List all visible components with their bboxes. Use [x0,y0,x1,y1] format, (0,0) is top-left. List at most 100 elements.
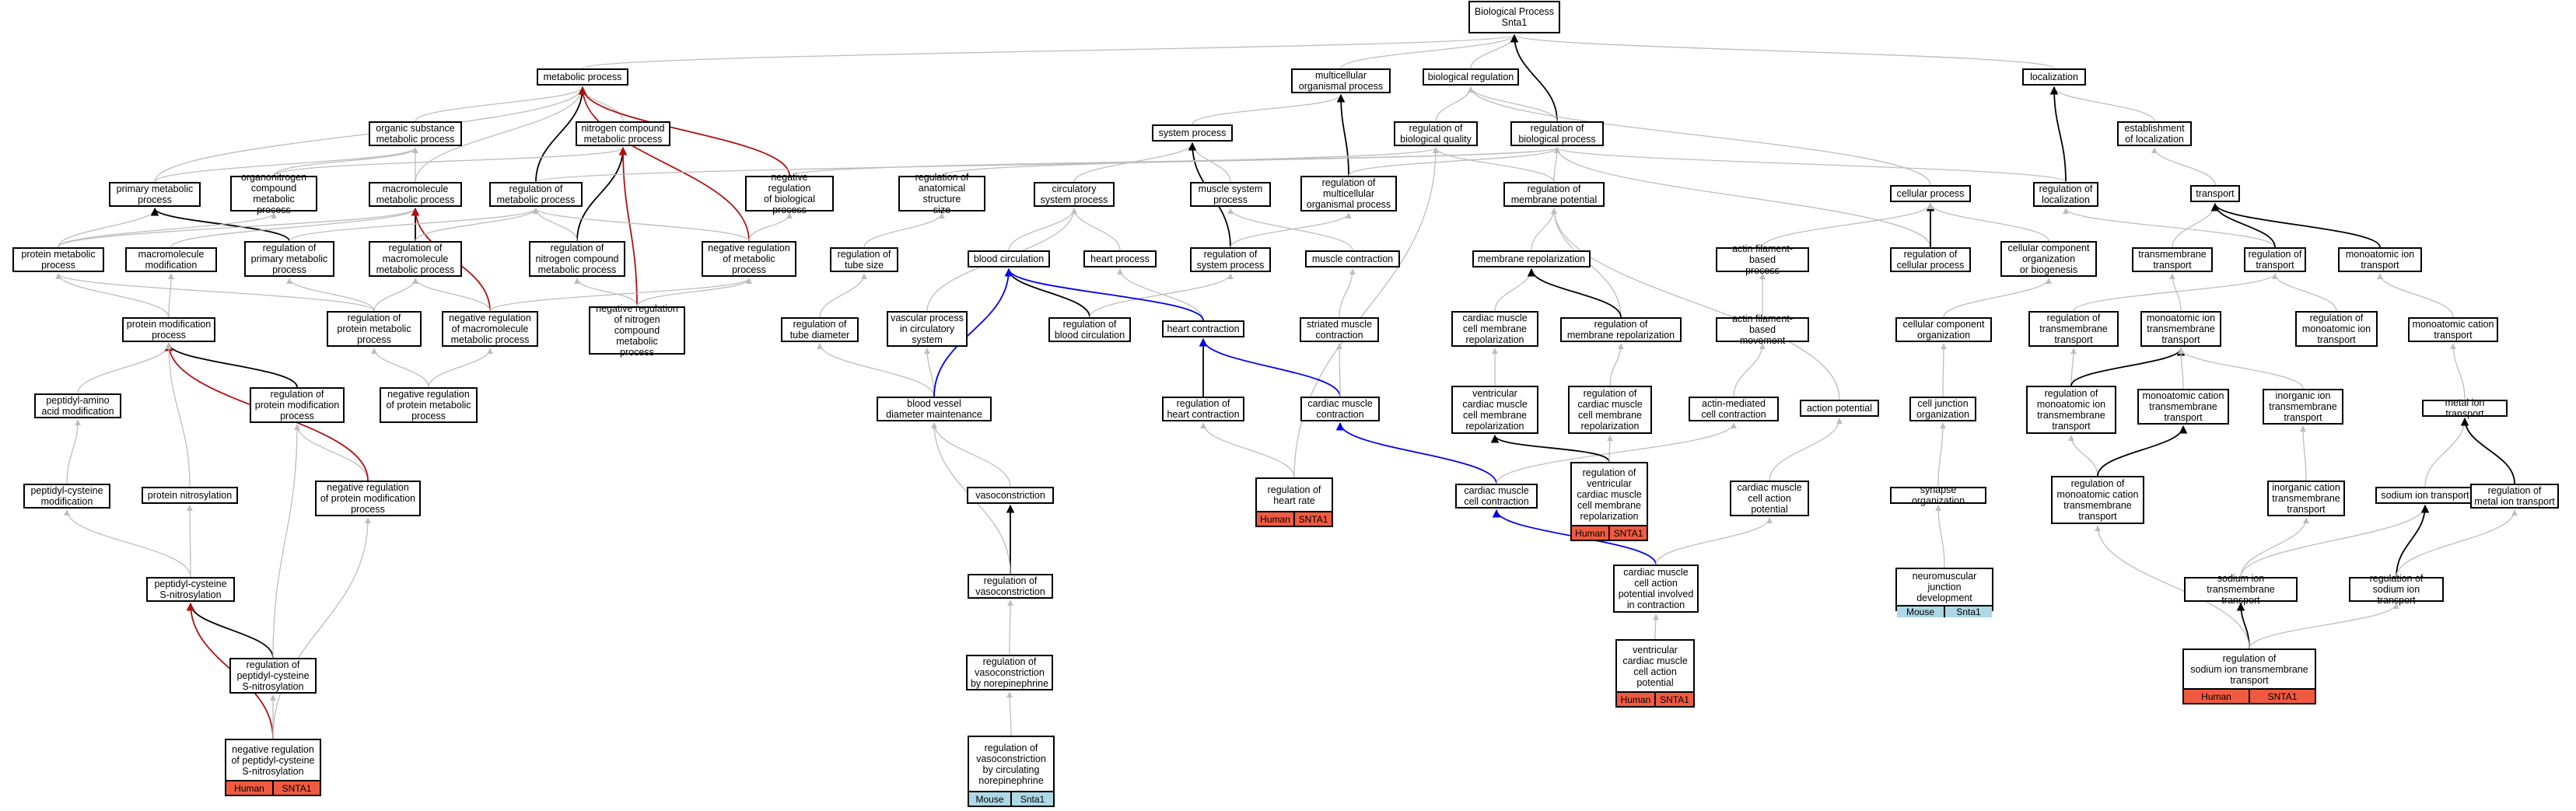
go-term-striated[interactable]: striated muscle contraction [1300,317,1379,342]
go-term-membrepol[interactable]: membrane repolarization [1472,250,1591,267]
go-term-regbioqual[interactable]: regulation of biological quality [1394,121,1478,146]
go-term-localization[interactable]: localization [2022,68,2086,86]
go-term-vascproc[interactable]: vascular process in circulatory system [887,311,968,347]
go-term-orgsub[interactable]: organic substance metabolic process [369,121,462,146]
go-term-protmod[interactable]: protein modification process [122,317,215,342]
go-term-regtube[interactable]: regulation of tube size [830,247,898,272]
go-term-root[interactable]: Biological Process Snta1 [1468,1,1560,33]
go-term-bioreg[interactable]: biological regulation [1423,68,1519,86]
go-term-actionpot[interactable]: action potential [1800,400,1879,417]
go-term-cmcapcontr[interactable]: cardiac muscle cell action potential inv… [1613,565,1699,613]
go-term-regsodion[interactable]: regulation of sodium ion transport [2349,573,2444,606]
go-term-negregnitro[interactable]: negative regulation of nitrogen compound… [589,303,685,358]
go-term-macromol[interactable]: macromolecule metabolic process [369,182,462,207]
go-term-regmembrepol[interactable]: regulation of membrane repolarization [1560,317,1682,342]
go-term-negregmacro[interactable]: negative regulation of macromolecule met… [442,311,538,347]
go-term-protnitros[interactable]: protein nitrosylation [142,487,238,504]
go-term-regmacro[interactable]: regulation of macromolecule metabolic pr… [369,241,462,277]
go-term-bvdm[interactable]: blood vessel diameter maintenance [877,397,992,421]
go-term-regbioproc[interactable]: regulation of biological process [1510,121,1604,146]
go-term-regprimary[interactable]: regulation of primary metabolic process [244,241,334,277]
go-term-regmulticell[interactable]: regulation of multicellular organismal p… [1300,176,1397,211]
go-term-regmetalion[interactable]: regulation of metal ion transport [2470,484,2559,509]
go-term-regmetab[interactable]: regulation of metabolic process [489,182,583,207]
go-term-negregpeptcys[interactable]: negative regulation of peptidyl-cysteine… [225,739,321,796]
go-term-ventcmcap[interactable]: ventricular cardiac muscle cell action p… [1615,639,1695,708]
go-term-peptcysnitros[interactable]: peptidyl-cysteine S-nitrosylation [146,577,235,602]
go-term-monoion[interactable]: monoatomic ion transport [2338,247,2422,272]
go-term-regheartcontr[interactable]: regulation of heart contraction [1162,397,1244,421]
go-term-protmetab[interactable]: protein metabolic process [12,247,104,272]
go-term-regcellproc[interactable]: regulation of cellular process [1890,247,1971,272]
go-term-peptamino[interactable]: peptidyl-amino acid modification [34,393,121,418]
go-term-reganat[interactable]: regulation of anatomical structure size [898,172,985,215]
go-term-regvasonor[interactable]: regulation of vasoconstriction by norepi… [966,655,1053,690]
go-term-macromod[interactable]: macromolecule modification [125,247,217,272]
go-term-metalion[interactable]: metal ion transport [2422,397,2508,419]
go-term-negregprotmod[interactable]: negative regulation of protein modificat… [315,481,421,516]
go-term-metabolic[interactable]: metabolic process [537,68,628,86]
go-term-regmonoion[interactable]: regulation of monoatomic ion transport [2295,311,2378,347]
go-term-negregmetab[interactable]: negative regulation of metabolic process [702,241,796,277]
go-term-actinmove[interactable]: actin filament-based movement [1716,313,1809,346]
go-term-monocation[interactable]: monoatomic cation transport [2408,317,2498,342]
go-term-regcmcmrepol[interactable]: regulation of cardiac muscle cell membra… [1568,386,1652,434]
go-term-sodiontm[interactable]: sodium ion transmembrane transport [2184,573,2298,606]
go-term-organonitrogen[interactable]: organonitrogen compound metabolic proces… [230,172,317,215]
go-term-regvasocon[interactable]: regulation of vasoconstriction [968,574,1053,599]
go-term-sysproc[interactable]: system process [1152,124,1233,142]
go-term-multicell[interactable]: multicellular organismal process [1291,68,1391,93]
go-term-regmonocationtm[interactable]: regulation of monoatomic cation transmem… [2051,476,2144,524]
go-term-regtransmemb[interactable]: regulation of transmembrane transport [2028,311,2119,347]
go-term-bloodcirc[interactable]: blood circulation [968,250,1050,267]
go-term-celljunc[interactable]: cell junction organization [1909,397,1976,421]
go-term-regprotmetab[interactable]: regulation of protein metabolic process [327,311,422,347]
go-term-regprotmod[interactable]: regulation of protein modification proce… [250,387,345,423]
go-term-transport[interactable]: transport [2190,185,2240,202]
edge-regtubediam-to-regtube [819,273,867,318]
go-term-heartcontr[interactable]: heart contraction [1162,320,1244,337]
go-term-regmonoiontm[interactable]: regulation of monoatomic ion transmembra… [2026,386,2116,434]
go-term-cellproc[interactable]: cellular process [1890,185,1971,202]
go-term-vasocon[interactable]: vasoconstriction [967,487,1054,504]
go-term-regvasocirc[interactable]: regulation of vasoconstriction by circul… [968,736,1055,807]
go-term-monocationtm[interactable]: monoatomic cation transmembrane transpor… [2137,389,2229,425]
go-term-musclesys[interactable]: muscle system process [1190,182,1271,207]
go-term-regtransport[interactable]: regulation of transport [2244,247,2306,272]
go-term-estloc[interactable]: establishment of localization [2117,121,2192,146]
go-term-regmembpot[interactable]: regulation of membrane potential [1503,182,1605,207]
go-term-regsysproc[interactable]: regulation of system process [1190,247,1271,272]
go-term-cmcmrepol[interactable]: cardiac muscle cell membrane repolarizat… [1451,311,1538,347]
go-term-nitrogen[interactable]: nitrogen compound metabolic process [576,121,670,146]
go-term-regtubediam[interactable]: regulation of tube diameter [781,317,859,342]
go-term-regpeptcys[interactable]: regulation of peptidyl-cysteine S-nitros… [229,658,317,694]
go-term-regsodiontm[interactable]: regulation of sodium ion transmembrane t… [2182,648,2316,704]
go-term-regloc[interactable]: regulation of localization [2033,182,2098,207]
go-term-heartproc[interactable]: heart process [1083,250,1157,267]
go-term-regnitro[interactable]: regulation of nitrogen compound metaboli… [529,241,625,277]
go-term-monoiontm[interactable]: monoatomic ion transmembrane transport [2140,311,2221,347]
go-term-actinfil[interactable]: actin filament-based process [1716,243,1809,276]
go-term-cellcompbio[interactable]: cellular component organization or bioge… [2000,241,2097,277]
go-term-cmcap[interactable]: cardiac muscle cell action potential [1730,481,1809,516]
go-term-ventcmcmrepol[interactable]: ventricular cardiac muscle cell membrane… [1451,386,1538,434]
go-term-inorgion[interactable]: inorganic ion transmembrane transport [2263,389,2343,425]
go-term-cmcc[interactable]: cardiac muscle cell contraction [1455,484,1538,509]
go-term-regbloodcirc[interactable]: regulation of blood circulation [1048,317,1131,342]
go-term-circsys[interactable]: circulatory system process [1034,182,1115,207]
go-term-synapse[interactable]: synapse organization [1890,484,1986,506]
go-term-regventcmcm[interactable]: regulation of ventricular cardiac muscle… [1570,462,1648,541]
go-term-transmemb[interactable]: transmembrane transport [2132,247,2213,272]
go-term-peptcys[interactable]: peptidyl-cysteine modification [23,484,110,509]
go-term-negregbio[interactable]: negative regulation of biological proces… [745,172,834,215]
go-term-primary[interactable]: primary metabolic process [109,182,201,207]
go-term-negregprotmetab[interactable]: negative regulation of protein metabolic… [380,387,478,423]
go-term-inorgcation[interactable]: inorganic cation transmembrane transport [2267,481,2345,516]
go-term-actinmed[interactable]: actin-mediated cell contraction [1689,397,1779,421]
go-term-sodiumion[interactable]: sodium ion transport [2375,487,2475,504]
go-term-musclecontr[interactable]: muscle contraction [1305,250,1400,267]
go-term-cellcomporg[interactable]: cellular component organization [1895,317,1992,342]
go-term-cardcontr[interactable]: cardiac muscle contraction [1300,397,1380,421]
